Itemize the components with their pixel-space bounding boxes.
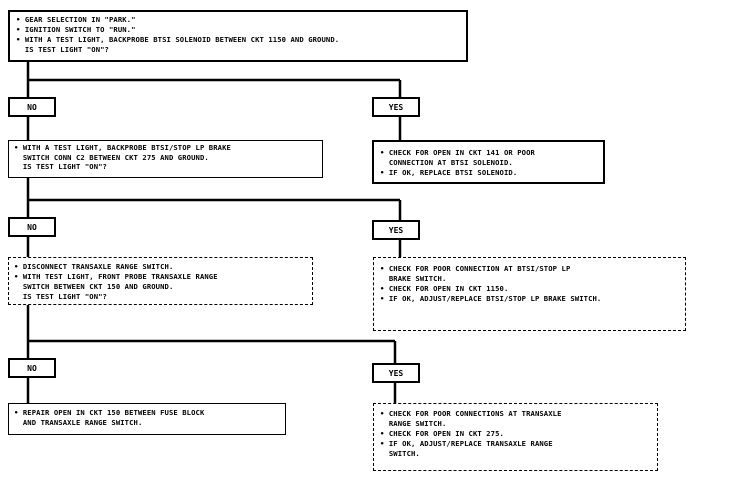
a4-line-5: SWITCH.: [380, 449, 420, 458]
a4-line-2: RANGE SWITCH.: [380, 419, 447, 428]
yes-label-2: YES: [372, 220, 420, 240]
start-line-4: IS TEST LIGHT "ON"?: [16, 45, 109, 54]
question-box-2: • WITH A TEST LIGHT, BACKPROBE BTSI/STOP…: [8, 140, 323, 178]
start-line-2: • IGNITION SWITCH TO "RUN.": [16, 25, 136, 34]
q2-line-1: • WITH A TEST LIGHT, BACKPROBE BTSI/STOP…: [14, 143, 231, 152]
a4-line-3: • CHECK FOR OPEN IN CKT 275.: [380, 429, 504, 438]
action-box-3: • REPAIR OPEN IN CKT 150 BETWEEN FUSE BL…: [8, 403, 286, 435]
q3-line-2: • WITH TEST LIGHT, FRONT PROBE TRANSAXLE…: [14, 272, 218, 281]
start-line-1: • GEAR SELECTION IN "PARK.": [16, 15, 136, 24]
yes-label-3: YES: [372, 363, 420, 383]
start-box: • GEAR SELECTION IN "PARK." • IGNITION S…: [8, 10, 468, 62]
a1-line-3: • IF OK, REPLACE BTSI SOLENOID.: [380, 168, 518, 177]
a3-line-1: • REPAIR OPEN IN CKT 150 BETWEEN FUSE BL…: [14, 408, 205, 417]
a1-line-2: CONNECTION AT BTSI SOLENOID.: [380, 158, 513, 167]
no-label-2: NO: [8, 217, 56, 237]
a2-line-1: • CHECK FOR POOR CONNECTION AT BTSI/STOP…: [380, 264, 571, 273]
yes-label-1: YES: [372, 97, 420, 117]
a4-line-4: • IF OK, ADJUST/REPLACE TRANSAXLE RANGE: [380, 439, 553, 448]
a3-line-2: AND TRANSAXLE RANGE SWITCH.: [14, 418, 143, 427]
action-box-4: • CHECK FOR POOR CONNECTIONS AT TRANSAXL…: [373, 403, 658, 471]
no-label-1: NO: [8, 97, 56, 117]
q3-line-3: SWITCH BETWEEN CKT 150 AND GROUND.: [14, 282, 174, 291]
no-label-3: NO: [8, 358, 56, 378]
a2-line-4: • IF OK, ADJUST/REPLACE BTSI/STOP LP BRA…: [380, 294, 602, 303]
q2-line-3: IS TEST LIGHT "ON"?: [14, 162, 107, 171]
a1-line-1: • CHECK FOR OPEN IN CKT 141 OR POOR: [380, 148, 535, 157]
start-line-3: • WITH A TEST LIGHT, BACKPROBE BTSI SOLE…: [16, 35, 340, 44]
action-box-2: • CHECK FOR POOR CONNECTION AT BTSI/STOP…: [373, 257, 686, 331]
a4-line-1: • CHECK FOR POOR CONNECTIONS AT TRANSAXL…: [380, 409, 562, 418]
q2-line-2: SWITCH CONN C2 BETWEEN CKT 275 AND GROUN…: [14, 152, 209, 162]
a2-line-2: BRAKE SWITCH.: [380, 274, 447, 283]
question-box-3: • DISCONNECT TRANSAXLE RANGE SWITCH. • W…: [8, 257, 313, 305]
q3-line-1: • DISCONNECT TRANSAXLE RANGE SWITCH.: [14, 262, 174, 271]
a2-line-3: • CHECK FOR OPEN IN CKT 1150.: [380, 284, 509, 293]
q3-line-4: IS TEST LIGHT "ON"?: [14, 292, 107, 301]
action-box-1: • CHECK FOR OPEN IN CKT 141 OR POOR CONN…: [372, 140, 605, 184]
